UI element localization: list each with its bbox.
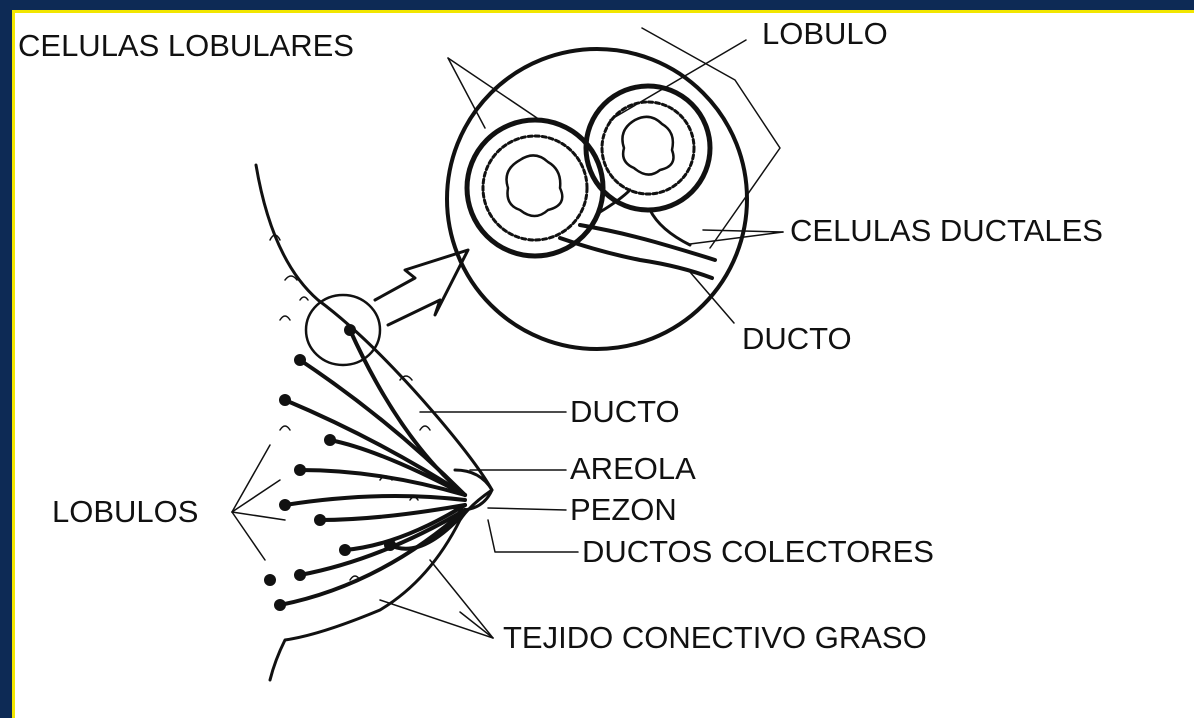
label-celulas-lobulares: CELULAS LOBULARES — [18, 30, 354, 61]
label-ductos-colectores: DUCTOS COLECTORES — [582, 536, 934, 567]
breast-ducts — [280, 330, 465, 605]
duct-branch-d — [650, 210, 690, 245]
label-areola: AREOLA — [570, 453, 696, 484]
lobule-left-outer — [467, 120, 603, 256]
label-celulas-ductales: CELULAS DUCTALES — [790, 215, 1103, 246]
label-pezon: PEZON — [570, 494, 677, 525]
highlight-circle — [306, 295, 380, 365]
label-ducto-magnified: DUCTO — [742, 323, 852, 354]
magnify-arrow — [375, 250, 468, 325]
magnified-lobule-circle — [447, 49, 747, 349]
fatty-tissue-marks — [270, 235, 430, 580]
lobule-left-wall — [483, 136, 587, 240]
duct-branch-b — [580, 225, 715, 260]
label-lobulo: LOBULO — [762, 18, 888, 49]
lobule-right-outer — [586, 86, 710, 210]
lobule-left-lumen — [507, 155, 563, 216]
label-ducto: DUCTO — [570, 396, 680, 427]
label-lobulos: LOBULOS — [52, 496, 198, 527]
lobule-right-lumen — [622, 117, 673, 175]
label-tejido-conectivo-graso: TEJIDO CONECTIVO GRASO — [503, 622, 927, 653]
